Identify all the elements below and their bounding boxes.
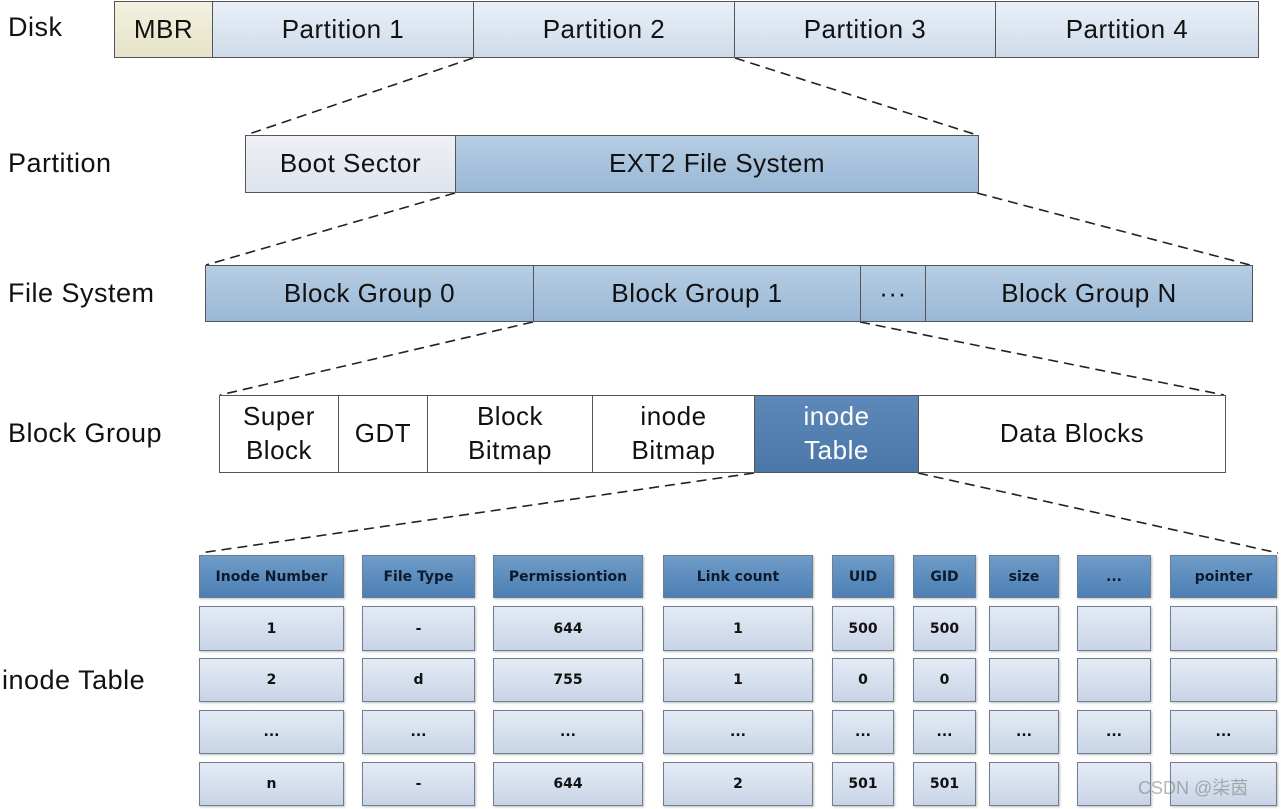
level-label-partition: Partition: [8, 148, 112, 178]
inode-table-cell: [989, 606, 1059, 651]
inode-table-cell: [1170, 762, 1277, 806]
partition-row: Boot Sector EXT2 File System: [245, 135, 979, 193]
partition-4-block: Partition 4: [996, 2, 1258, 57]
level-label-block-group: Block Group: [8, 418, 163, 448]
block-group-1: Block Group 1: [534, 266, 861, 321]
inode-table-cell: n: [199, 762, 344, 806]
inode-table-cell: 1: [663, 606, 813, 651]
block-group-0: Block Group 0: [206, 266, 534, 321]
inode-table-cell: 2: [663, 762, 813, 806]
file-system-row: Block Group 0 Block Group 1 ··· Block Gr…: [205, 265, 1253, 322]
inode-table-cell: [989, 658, 1059, 702]
inode-table-cell: ...: [989, 710, 1059, 754]
inode-table-cell: ...: [1170, 710, 1277, 754]
inode-table-header-cell: Inode Number: [199, 555, 344, 598]
block-bitmap: Block Bitmap: [428, 396, 593, 472]
inode-table-cell: -: [362, 762, 475, 806]
block-group-ellipsis: ···: [861, 266, 926, 321]
inode-table-cell: 644: [493, 606, 643, 651]
inode-table-cell: 0: [913, 658, 976, 702]
inode-table-cell: ...: [913, 710, 976, 754]
inode-table-cell: 501: [913, 762, 976, 806]
inode-table-cell: 501: [832, 762, 894, 806]
inode-table-cell: 500: [832, 606, 894, 651]
inode-table-header-cell: GID: [913, 555, 976, 598]
inode-table-cell: ...: [832, 710, 894, 754]
inode-table-header-cell: size: [989, 555, 1059, 598]
inode-table-header-cell: pointer: [1170, 555, 1277, 598]
block-group-row: Super Block GDT Block Bitmap inode Bitma…: [219, 395, 1226, 473]
inode-table-cell: 0: [832, 658, 894, 702]
inode-table-cell: [1170, 658, 1277, 702]
data-blocks: Data Blocks: [919, 396, 1225, 472]
inode-table-cell: 1: [663, 658, 813, 702]
inode-table-header-cell: Link count: [663, 555, 813, 598]
inode-table-header-cell: UID: [832, 555, 894, 598]
inode-table-cell: [1170, 606, 1277, 651]
partition-1-block: Partition 1: [213, 2, 474, 57]
level-label-inode-table: inode Table: [2, 665, 146, 695]
inode-table-block: inode Table: [755, 396, 919, 472]
inode-table-cell: 755: [493, 658, 643, 702]
inode-table-cell: ...: [493, 710, 643, 754]
inode-table-cell: ...: [199, 710, 344, 754]
mbr-block: MBR: [115, 2, 213, 57]
inode-table-cell: [1077, 658, 1151, 702]
inode-table-cell: [989, 762, 1059, 806]
partition-3-block: Partition 3: [735, 2, 996, 57]
block-group-n: Block Group N: [926, 266, 1252, 321]
gdt-block: GDT: [339, 396, 428, 472]
inode-table-cell: 644: [493, 762, 643, 806]
inode-bitmap: inode Bitmap: [593, 396, 755, 472]
watermark: CSDN @柒茵: [1138, 778, 1249, 798]
inode-table-cell: -: [362, 606, 475, 651]
inode-table-header-cell: File Type: [362, 555, 475, 598]
inode-table-header-cell: Permissiontion: [493, 555, 643, 598]
inode-table-cell: 1: [199, 606, 344, 651]
inode-table-cell: d: [362, 658, 475, 702]
inode-table-cell: [1077, 762, 1151, 806]
disk-row: MBR Partition 1 Partition 2 Partition 3 …: [114, 1, 1259, 58]
inode-table-cell: ...: [1077, 710, 1151, 754]
inode-table-cell: 500: [913, 606, 976, 651]
inode-table-cell: ...: [663, 710, 813, 754]
inode-table-cell: 2: [199, 658, 344, 702]
level-label-disk: Disk: [8, 12, 63, 42]
super-block: Super Block: [220, 396, 339, 472]
inode-table-header-cell: ...: [1077, 555, 1151, 598]
inode-table-cell: ...: [362, 710, 475, 754]
inode-table-cell: [1077, 606, 1151, 651]
ext2-file-system-block: EXT2 File System: [456, 136, 978, 192]
level-label-file-system: File System: [8, 278, 155, 308]
partition-2-block: Partition 2: [474, 2, 735, 57]
boot-sector-block: Boot Sector: [246, 136, 456, 192]
